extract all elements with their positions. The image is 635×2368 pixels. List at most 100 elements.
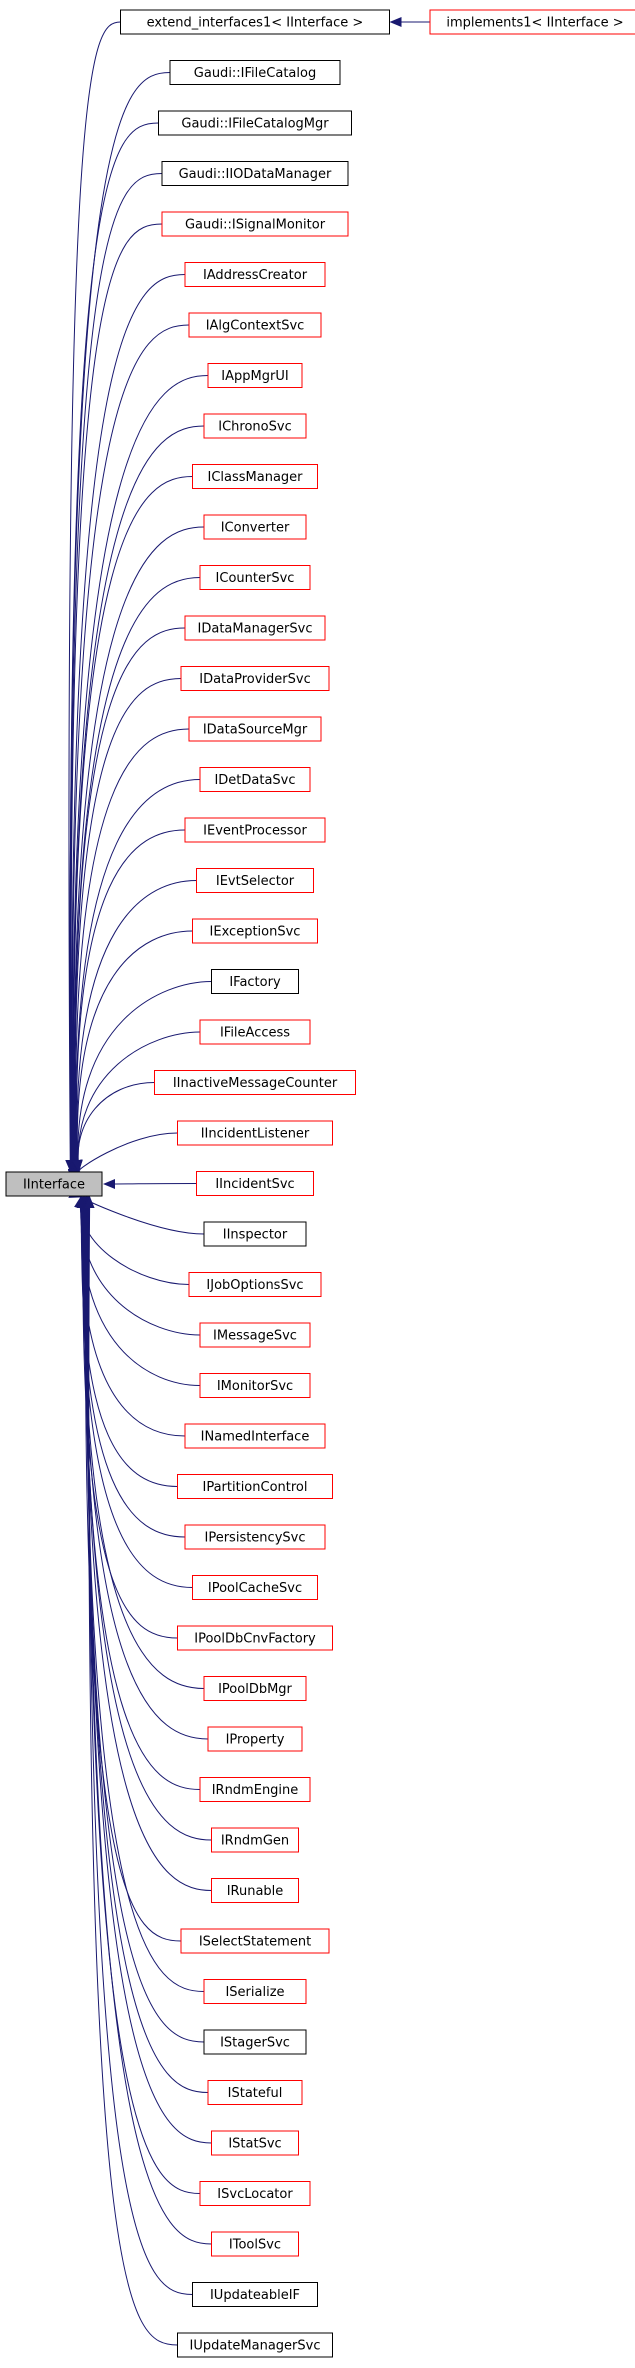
inheritance-edge	[68, 1188, 205, 1235]
child-label: IStagerSvc	[220, 2036, 290, 2051]
child-node[interactable]: IDataManagerSvc	[184, 615, 326, 641]
child-node[interactable]: ISelectStatement	[180, 1928, 330, 1954]
child-node[interactable]: INamedInterface	[184, 1423, 326, 1449]
child-node[interactable]: IAppMgrUI	[207, 363, 303, 388]
inheritance-edge	[81, 1196, 182, 1942]
child-node[interactable]: IEventProcessor	[184, 817, 326, 843]
child-label: IUpdateableIF	[210, 2288, 300, 2303]
child-node[interactable]: ISerialize	[203, 1979, 307, 2004]
child-label: IInactiveMessageCounter	[173, 1076, 338, 1091]
child-box	[211, 969, 299, 994]
child-node[interactable]: Gaudi::IFileCatalogMgr	[158, 110, 352, 136]
child-box	[184, 1524, 326, 1550]
child-node[interactable]: IIncidentListener	[177, 1120, 333, 1146]
child-label: IJobOptionsSvc	[206, 1278, 303, 1293]
inheritance-edge	[76, 1196, 201, 1386]
child-node[interactable]: extend_interfaces1< IInterface >	[120, 9, 390, 35]
child-box	[203, 1221, 307, 1247]
child-label: ICounterSvc	[216, 571, 295, 586]
child-node[interactable]: Gaudi::IFileCatalog	[169, 60, 341, 85]
child-node[interactable]: IMonitorSvc	[199, 1373, 311, 1398]
child-box	[192, 464, 318, 489]
child-label: IPoolDbCnvFactory	[194, 1632, 316, 1647]
child-label: IClassManager	[207, 470, 303, 485]
child-node[interactable]: Gaudi::IIODataManager	[161, 161, 349, 186]
child-label: IPoolDbMgr	[218, 1682, 292, 1697]
inheritance-edge	[84, 1196, 178, 2346]
child-node[interactable]: IAddressCreator	[184, 262, 326, 287]
child-label: IAlgContextSvc	[206, 319, 305, 334]
child-node[interactable]: ICounterSvc	[199, 565, 311, 590]
child-box	[177, 1120, 333, 1146]
child-label: Gaudi::ISignalMonitor	[185, 218, 326, 233]
child-node[interactable]: IConverter	[203, 514, 307, 540]
child-node[interactable]: IDetDataSvc	[199, 767, 311, 792]
child-node[interactable]: IChronoSvc	[203, 413, 307, 439]
child-label: IAddressCreator	[203, 268, 308, 283]
child-node[interactable]: IStateful	[207, 2080, 303, 2105]
child-node[interactable]: IPoolDbCnvFactory	[177, 1625, 333, 1651]
child-node[interactable]: IUpdateableIF	[192, 2282, 318, 2307]
child-node[interactable]: IRndmGen	[211, 1827, 299, 1853]
inheritance-edge	[72, 1082, 155, 1172]
child-node[interactable]: IUpdateManagerSvc	[177, 2332, 333, 2358]
child-label: Gaudi::IIODataManager	[179, 167, 332, 182]
child-node[interactable]: IExceptionSvc	[192, 918, 318, 944]
inheritance-edge	[66, 223, 163, 1172]
child-label: IRunable	[227, 1884, 284, 1899]
child-node[interactable]: IProperty	[207, 1726, 303, 1752]
child-label: IMessageSvc	[213, 1329, 297, 1344]
child-node[interactable]: IDataSourceMgr	[188, 716, 322, 742]
child-node[interactable]: Gaudi::ISignalMonitor	[161, 211, 349, 237]
root-box	[5, 1171, 103, 1197]
root-node[interactable]: IInterface	[5, 1171, 103, 1197]
child-node[interactable]: ISvcLocator	[199, 2181, 311, 2206]
child-node[interactable]: IFileAccess	[199, 1019, 311, 1045]
child-node[interactable]: IEvtSelector	[196, 868, 314, 893]
child-box	[211, 1827, 299, 1853]
child-node[interactable]: IStatSvc	[211, 2130, 299, 2156]
child-node[interactable]: IPartitionControl	[177, 1474, 333, 1499]
inheritance-edge	[68, 476, 193, 1172]
child-node[interactable]: IIncidentSvc	[196, 1171, 314, 1196]
child-node[interactable]: IJobOptionsSvc	[188, 1272, 322, 1297]
child-node[interactable]: IDataProviderSvc	[180, 666, 330, 691]
child-label: IDetDataSvc	[214, 773, 295, 788]
child-box	[177, 1474, 333, 1499]
child-label: IUpdateManagerSvc	[190, 2339, 321, 2354]
child-box	[177, 1625, 333, 1651]
child-node[interactable]: IPoolDbMgr	[203, 1676, 307, 1701]
child-node[interactable]: IStagerSvc	[203, 2029, 307, 2055]
child-box	[207, 1726, 303, 1752]
inheritance-edge	[71, 829, 186, 1172]
implements-node[interactable]: implements1< IInterface >	[429, 9, 635, 35]
child-node[interactable]: IRndmEngine	[199, 1777, 311, 1802]
child-box	[180, 666, 330, 691]
child-node[interactable]: IInspector	[203, 1221, 307, 1247]
child-node[interactable]: IToolSvc	[211, 2231, 299, 2257]
child-node[interactable]: IAlgContextSvc	[188, 312, 322, 338]
root-label: IInterface	[23, 1178, 85, 1193]
child-box	[211, 1878, 299, 1903]
child-node[interactable]: IInactiveMessageCounter	[154, 1070, 356, 1095]
inheritance-edge	[68, 425, 205, 1172]
child-node[interactable]: IRunable	[211, 1878, 299, 1903]
child-node[interactable]: IPoolCacheSvc	[192, 1575, 318, 1600]
child-node[interactable]: IPersistencySvc	[184, 1524, 326, 1550]
child-node[interactable]: IFactory	[211, 969, 299, 994]
child-box	[120, 9, 390, 35]
inheritance-edge	[103, 1178, 197, 1189]
child-label: IFactory	[229, 975, 281, 990]
inheritance-edge	[67, 1132, 178, 1179]
child-node[interactable]: IClassManager	[192, 464, 318, 489]
child-box	[180, 1928, 330, 1954]
inheritance-edge	[66, 173, 163, 1172]
child-node[interactable]: IMessageSvc	[199, 1322, 311, 1348]
inheritance-edge	[82, 1196, 205, 2043]
child-box	[203, 1979, 307, 2004]
child-box	[196, 868, 314, 893]
child-box	[199, 767, 311, 792]
child-label: IAppMgrUI	[221, 369, 288, 384]
child-label: IFileAccess	[220, 1026, 290, 1041]
